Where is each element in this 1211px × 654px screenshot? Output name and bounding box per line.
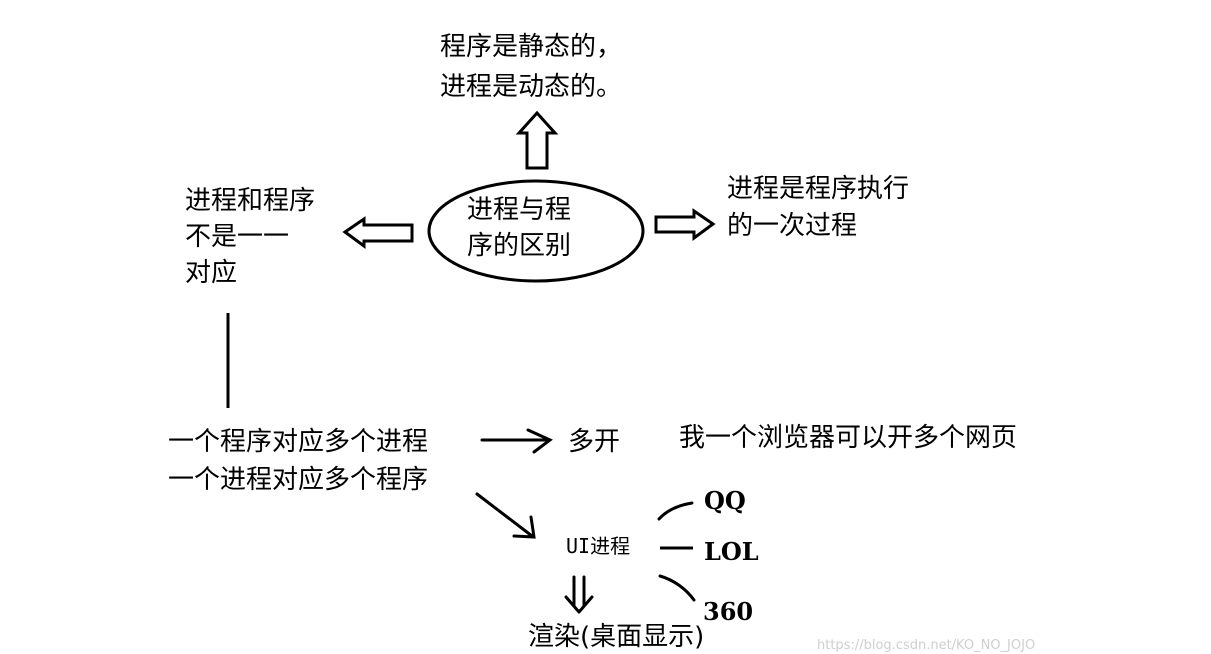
ui-process-label: UI进程 (566, 534, 631, 558)
left-text-line2: 不是一一 (185, 222, 290, 252)
left-arrow-icon (342, 216, 414, 249)
center-ellipse (427, 179, 645, 283)
multi-open-label: 多开 (568, 427, 621, 457)
multi-open-arrow-icon (480, 428, 553, 454)
top-text-line1: 程序是静态的， (440, 32, 623, 62)
watermark: https://blog.csdn.net/KO_NO_JOJO (817, 638, 1036, 653)
app-qq-label: QQ (704, 486, 746, 515)
up-arrow-icon (515, 110, 559, 170)
top-text-line2: 进程是动态的。 (440, 72, 623, 102)
left-text-line3: 对应 (185, 258, 238, 288)
center-text-line1: 进程与程 (467, 195, 572, 225)
center-text-line2: 序的区别 (467, 231, 572, 261)
left-text-line1: 进程和程序 (185, 186, 316, 216)
right-arrow-icon (654, 208, 716, 241)
render-double-arrow-icon (564, 575, 594, 614)
app-360-branch-line (658, 574, 696, 602)
render-label: 渲染(桌面显示) (528, 622, 705, 652)
right-text-line1: 进程是程序执行 (727, 174, 910, 204)
app-360-label: 360 (703, 597, 754, 626)
browser-note: 我一个浏览器可以开多个网页 (679, 423, 1018, 453)
right-text-line2: 的一次过程 (727, 211, 858, 241)
ui-process-arrow-icon (475, 492, 536, 539)
qq-branch-line (657, 501, 694, 521)
app-lol-label: LOL (704, 537, 759, 566)
mapping-text-line1: 一个程序对应多个进程 (168, 427, 429, 457)
mapping-text-line2: 一个进程对应多个程序 (168, 465, 429, 495)
